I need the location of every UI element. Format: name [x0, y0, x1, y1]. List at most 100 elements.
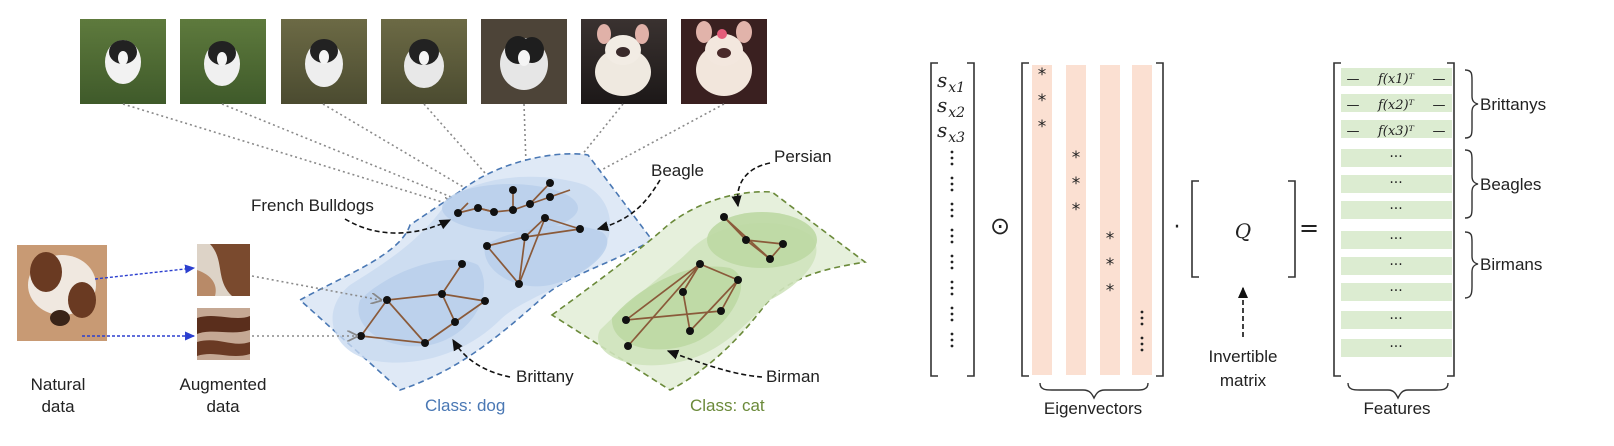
score-vector-dot — [950, 266, 954, 270]
label-arrows — [344, 162, 771, 378]
feature-row — [1341, 149, 1452, 167]
score-entry-1: sx1 — [937, 68, 965, 96]
score-vector-dot — [950, 318, 954, 322]
label-persian: Persian — [774, 147, 832, 166]
feature-row — [1341, 175, 1452, 193]
eigen-dot — [1140, 348, 1144, 352]
label-birmans: Birmans — [1480, 255, 1542, 274]
label-french-bulldogs: French Bulldogs — [251, 196, 374, 215]
score-vector-dots — [950, 150, 954, 348]
eigen-star: * — [1106, 255, 1115, 275]
bulldog-image-row — [80, 19, 767, 104]
eigen-star: * — [1106, 281, 1115, 301]
eigen-column-1 — [1032, 65, 1052, 375]
node — [483, 242, 491, 250]
feature-row — [1341, 339, 1452, 357]
label-class-cat: Class: cat — [690, 396, 765, 415]
feature-row-dots: ··· — [1389, 283, 1402, 299]
eigen-dot — [1140, 322, 1144, 326]
bulldog-image-1 — [80, 19, 166, 104]
feature-row — [1341, 231, 1452, 249]
bulldog-image-7 — [681, 19, 767, 104]
node — [576, 225, 584, 233]
node — [679, 288, 687, 296]
feature-dash-left: — — [1347, 72, 1360, 87]
score-vector-dot — [950, 344, 954, 348]
node — [451, 318, 459, 326]
feature-dash-right: — — [1433, 98, 1446, 113]
eigen-star: * — [1038, 117, 1047, 137]
image-to-node-arrows — [122, 103, 725, 205]
bulldog-image-2 — [180, 19, 266, 104]
label-class-dog: Class: dog — [425, 396, 505, 415]
node — [720, 213, 728, 221]
score-vector-dot — [950, 240, 954, 244]
node — [474, 204, 482, 212]
hadamard-symbol: ⊙ — [990, 212, 1010, 240]
feature-row-dots: ··· — [1389, 201, 1402, 217]
score-entry-2: sx2 — [937, 93, 965, 121]
node — [454, 209, 462, 217]
group-braces — [1464, 69, 1479, 299]
bulldog-image-5 — [481, 19, 567, 104]
feature-dash-right: — — [1433, 124, 1446, 139]
feature-dash-left: — — [1347, 124, 1360, 139]
score-vector-dot — [950, 176, 954, 180]
score-vector-dot — [950, 286, 954, 290]
score-vector: sx1 sx2 sx3 — [930, 62, 975, 377]
feature-row-dots: ··· — [1389, 257, 1402, 273]
score-vector-dot — [950, 162, 954, 166]
score-vector-dot — [950, 306, 954, 310]
bulldog-image-4 — [381, 19, 467, 104]
node — [421, 339, 429, 347]
score-vector-dot — [950, 338, 954, 342]
score-vector-dot — [950, 292, 954, 296]
matrix-q-label: Q — [1235, 219, 1251, 243]
feature-row-dots: ··· — [1389, 311, 1402, 327]
label-beagles: Beagles — [1480, 175, 1541, 194]
eigen-star: * — [1038, 91, 1047, 111]
dot-symbol: · — [1174, 215, 1181, 240]
label-brittanys: Brittanys — [1480, 95, 1546, 114]
node — [438, 290, 446, 298]
score-vector-dot — [950, 332, 954, 336]
score-vector-dot — [950, 208, 954, 212]
score-vector-dot — [950, 150, 954, 154]
cat-class-region — [550, 190, 867, 391]
score-vector-dot — [950, 280, 954, 284]
eigen-column-4 — [1132, 65, 1152, 375]
node — [357, 332, 365, 340]
eigen-star: * — [1072, 200, 1081, 220]
graph-nodes — [357, 179, 787, 350]
feature-row — [1341, 201, 1452, 219]
feature-dash-left: — — [1347, 98, 1360, 113]
left-panel: French Bulldogs Beagle Persian Brittany … — [17, 19, 867, 416]
score-vector-dot — [950, 156, 954, 160]
node — [779, 240, 787, 248]
feature-row — [1341, 257, 1452, 275]
score-vector-dot — [950, 228, 954, 232]
eigen-dot — [1140, 310, 1144, 314]
node — [622, 316, 630, 324]
node — [481, 297, 489, 305]
node — [742, 236, 750, 244]
feature-rows: ························ — [1341, 68, 1452, 357]
augmentation-arrows — [82, 264, 196, 341]
score-vector-dot — [950, 260, 954, 264]
node — [509, 186, 517, 194]
feature-row-dots: ··· — [1389, 149, 1402, 165]
label-features: Features — [1363, 399, 1430, 418]
node — [521, 233, 529, 241]
feature-row-dots: ··· — [1389, 175, 1402, 191]
node — [696, 260, 704, 268]
eigen-star: * — [1072, 148, 1081, 168]
crop-to-node-arrows — [251, 275, 380, 336]
score-vector-dot — [950, 188, 954, 192]
feature-matrix: ························ f(x1)ᵀ f(x2)ᵀ f… — [1333, 62, 1455, 418]
eigen-column-2 — [1066, 65, 1086, 375]
feature-row-2-label: f(x2)ᵀ — [1377, 98, 1415, 113]
